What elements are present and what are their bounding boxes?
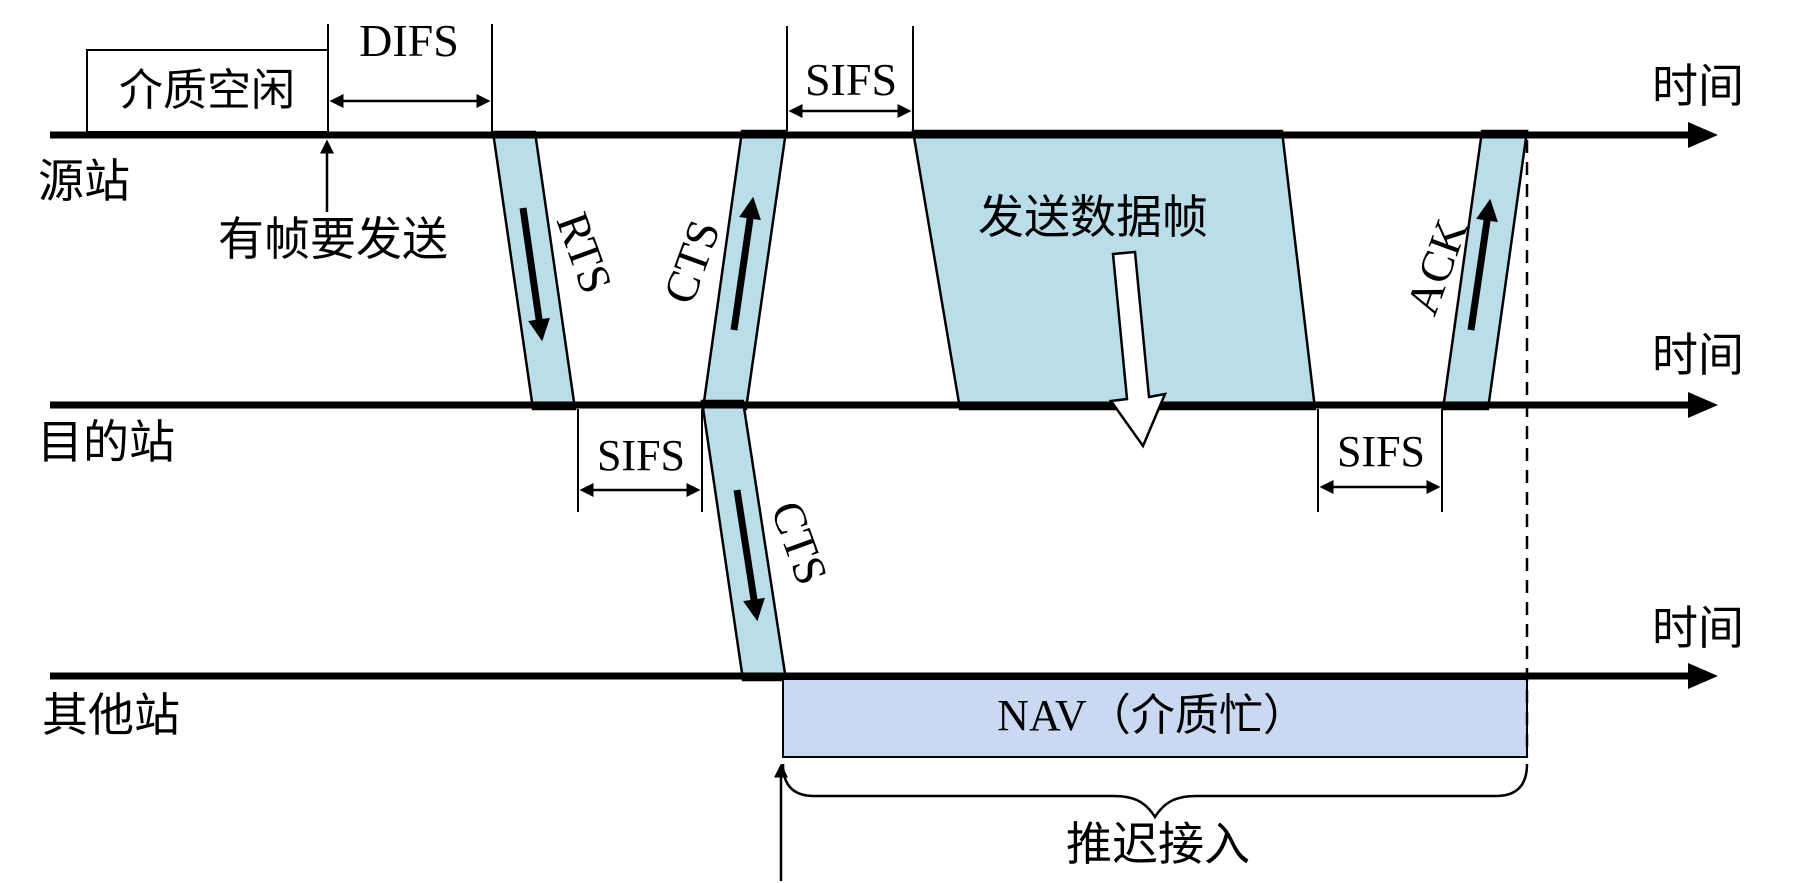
- others-station-label: 其他站: [42, 690, 180, 741]
- sifs-right-label: SIFS: [1336, 427, 1426, 476]
- time-label-destination: 时间: [1652, 330, 1744, 381]
- difs-label: DIFS: [359, 15, 459, 66]
- nav-busy-label: NAV（介质忙）: [997, 691, 1307, 740]
- data-frame-big-arrow: [1108, 250, 1168, 449]
- destination-timeline-arrowhead: [1688, 392, 1718, 418]
- defer-access-brace: [781, 763, 1529, 820]
- cts-down-direction-arrow: [733, 489, 765, 622]
- cts-up-direction-arrow: [730, 196, 761, 331]
- medium-idle-label: 介质空闲: [119, 66, 295, 115]
- medium-idle-box: [86, 49, 329, 133]
- source-station-label: 源站: [38, 156, 130, 207]
- sifs-top-label: SIFS: [804, 54, 898, 105]
- time-label-source: 时间: [1652, 61, 1744, 112]
- destination-station-label: 目的站: [37, 417, 175, 468]
- others-timeline-arrowhead: [1688, 663, 1718, 689]
- defer-access-label: 推迟接入: [1066, 819, 1250, 870]
- data-frame-label: 发送数据帧: [978, 192, 1208, 243]
- source-timeline-arrowhead: [1688, 122, 1718, 148]
- rts-direction-arrow: [519, 207, 550, 342]
- time-label-others: 时间: [1652, 603, 1744, 654]
- ack-direction-arrow: [1467, 198, 1498, 331]
- ack-frame-band: [1441, 129, 1529, 411]
- frame-to-send-label: 有帧要发送: [218, 214, 448, 265]
- sifs-mid-label: SIFS: [596, 431, 686, 480]
- nav-busy-box: [782, 678, 1528, 758]
